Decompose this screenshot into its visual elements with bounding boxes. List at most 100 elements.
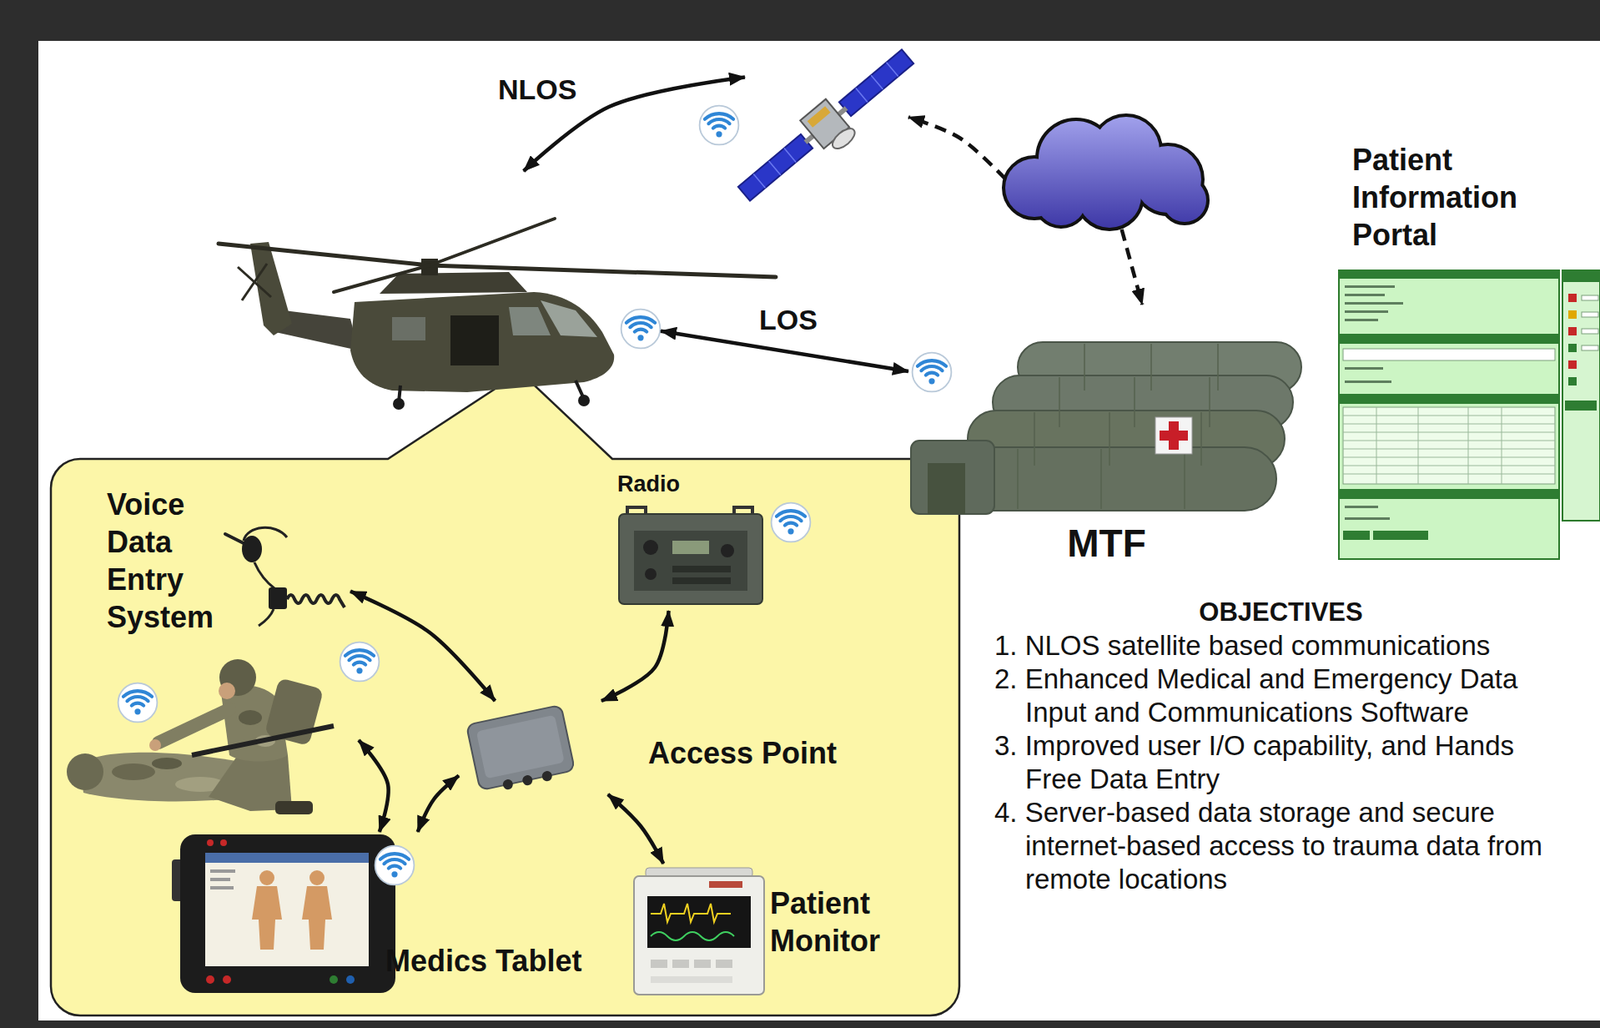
radio-illustration: [643, 539, 659, 555]
satellite-illustration: [807, 105, 831, 128]
portal-screenshot: [1343, 407, 1555, 484]
headset-illustration: [268, 587, 287, 609]
access-point-illustration: [466, 704, 576, 795]
monitor-illustration: [647, 895, 751, 948]
monitor-illustration: [650, 959, 668, 968]
connector-arrow: [608, 794, 665, 864]
radio-illustration: [618, 507, 763, 604]
portal-screenshot: [1568, 360, 1577, 369]
connector-arrow: [1122, 229, 1143, 305]
helicopter-illustration: [392, 316, 426, 341]
portal-screenshot: [1344, 318, 1379, 322]
satellite-illustration: [731, 40, 926, 216]
portal-screenshot: [1344, 505, 1379, 509]
monitor-illustration: [650, 903, 731, 922]
headset-illustration: [258, 608, 274, 626]
tablet-illustration: [205, 852, 369, 863]
portal-screenshot: [1343, 348, 1555, 361]
portal-screenshot: [1568, 327, 1577, 336]
callout-panel: Voice Data Entry System RadioAccess Point…: [50, 458, 960, 1016]
headset-illustration: [225, 527, 345, 626]
portal-screenshot: [1338, 270, 1560, 279]
portal-screenshot: [1581, 328, 1599, 334]
soldier-illustration: [151, 757, 182, 770]
portal-screenshot: [1373, 530, 1429, 540]
cloud-illustration: [1077, 164, 1142, 228]
node-label: Patient Monitor: [769, 884, 881, 960]
helicopter-icon: [218, 171, 661, 397]
access-point-illustration: [541, 769, 554, 782]
portal-screenshot: [1562, 270, 1600, 521]
node-label: Voice Data Entry System: [106, 485, 214, 636]
tent-illustration: [1155, 417, 1193, 454]
node-label: Radio: [617, 470, 680, 498]
tablet-illustration: [210, 885, 234, 890]
headset-illustration: [286, 594, 345, 608]
node-label: Access Point: [648, 734, 837, 772]
objectives-list: OBJECTIVES1. NLOS satellite based commun…: [994, 595, 1551, 896]
satellite-illustration: [753, 173, 765, 188]
satellite-illustration: [769, 161, 781, 176]
portal-screenshot: [1344, 310, 1389, 313]
medic-tablet: Medics Tablet: [175, 831, 601, 997]
tablet-illustration: [205, 852, 369, 967]
callout-panel-shape: [50, 372, 960, 1016]
radio-illustration: [720, 543, 735, 558]
headset-illustration: [254, 562, 276, 589]
helicopter-illustration: [250, 241, 292, 336]
portal-screenshot: [1568, 377, 1577, 386]
monitor-illustration: [650, 976, 733, 983]
radio-illustration: [672, 540, 710, 554]
cloud-illustration: [1162, 178, 1207, 222]
access-point-illustration: [476, 714, 565, 780]
access-point-illustration: [521, 774, 534, 786]
connector-arrow: [417, 775, 459, 832]
monitor-illustration: [633, 875, 765, 995]
portal-screenshot: [1581, 345, 1599, 351]
cloud-illustration: [1036, 175, 1087, 226]
cloud-illustration: [1005, 116, 1207, 228]
soldier-illustration: [111, 763, 156, 780]
objectives-heading: OBJECTIVES: [1011, 595, 1551, 629]
radio-illustration: [672, 577, 731, 584]
objective-item: 2. Enhanced Medical and Emergency Data I…: [994, 662, 1551, 730]
callout-panel-shape: [50, 372, 960, 1016]
cloud-illustration: [1036, 175, 1087, 226]
connector-arrow: [601, 610, 670, 701]
monitor-illustration: [715, 959, 733, 968]
connector-arrow: [358, 739, 389, 832]
monitor-illustration: [672, 959, 690, 968]
portal-screenshot: [1343, 530, 1370, 540]
portal-screenshot: [1568, 343, 1577, 353]
tablet-illustration: [222, 975, 232, 984]
monitor-illustration: [709, 880, 743, 888]
portal-screenshot: [1344, 301, 1404, 305]
tablet-illustration: [309, 870, 325, 886]
access-point: Access Point: [458, 700, 845, 795]
headset-illustration: [243, 527, 287, 541]
tent-illustration: [1159, 430, 1188, 441]
satellite-icon: [744, 58, 909, 192]
slide-background: [38, 40, 1600, 1021]
soldier-illustration: [66, 753, 104, 790]
soldier-illustration: [149, 739, 162, 751]
cloud-illustration: [1162, 178, 1207, 222]
helicopter-illustration: [333, 265, 430, 292]
wifi-badge: [118, 683, 158, 723]
tablet-illustration: [259, 870, 275, 886]
portal-screenshot: [1338, 270, 1560, 559]
portal-screenshot: [1568, 293, 1577, 302]
cloud-illustration: [1077, 164, 1142, 228]
helicopter-illustration: [350, 291, 614, 393]
node-label: Patient Information Portal: [1352, 140, 1518, 254]
portal-screenshot: [1343, 407, 1555, 484]
portal-screenshot: [1338, 333, 1560, 344]
helicopter-illustration: [379, 271, 528, 294]
tent-illustration: [1017, 343, 1218, 509]
tablet-illustration: [206, 975, 215, 984]
wifi-badge: [340, 642, 380, 682]
tent-illustration: [910, 440, 995, 514]
wifi-badge: [912, 352, 952, 393]
wifi-badge: [375, 845, 415, 886]
